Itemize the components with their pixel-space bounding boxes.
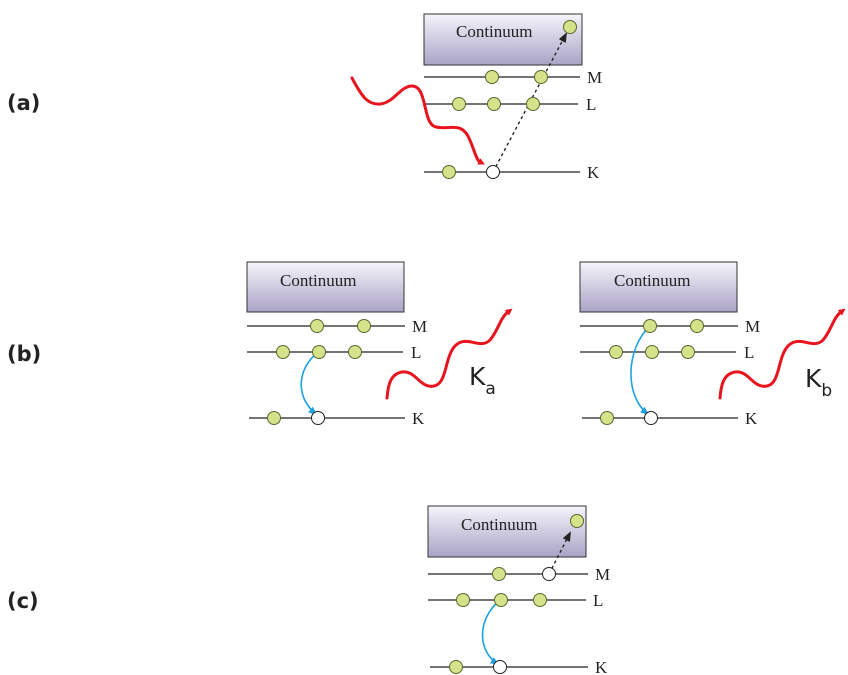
shell-label-m: M (745, 317, 760, 336)
electron (449, 660, 463, 674)
vacancy-hole (486, 165, 500, 179)
panel-a: Continuum M L K (350, 13, 602, 182)
emitted-photon-wave (385, 308, 513, 400)
shell-label-m: M (587, 68, 602, 87)
electron (442, 165, 456, 179)
electron (600, 411, 614, 425)
emitted-photon-wave (718, 308, 846, 400)
electron (681, 345, 695, 359)
m-to-k-transition (630, 325, 651, 416)
electron (533, 593, 547, 607)
vacancy-hole (311, 411, 325, 425)
panel-label-b: (b) (7, 342, 41, 366)
electron (485, 70, 499, 84)
electron (348, 345, 362, 359)
electron (690, 319, 704, 333)
vacancy-hole (644, 411, 658, 425)
electron (452, 97, 466, 111)
continuum-box (579, 261, 738, 313)
vacancy-hole (493, 660, 507, 674)
auger-ejection-arrow (548, 531, 571, 575)
continuum-label: Continuum (456, 22, 533, 41)
continuum-label: Continuum (280, 271, 357, 290)
electron (609, 345, 623, 359)
shell-label-m: M (412, 317, 427, 336)
panel-label-a: (a) (7, 91, 40, 115)
shell-label-l: L (593, 591, 603, 610)
ejected-electron (563, 20, 577, 34)
continuum-box (423, 13, 583, 66)
electron (645, 345, 659, 359)
electron (267, 411, 281, 425)
shell-label-l: L (744, 343, 754, 362)
panel-label-c: (c) (7, 589, 39, 613)
panel-b-kbeta: Continuum M L K Kb (579, 261, 846, 428)
panel-c: Continuum M L K (427, 505, 610, 675)
k-beta-label: Kb (805, 364, 832, 401)
incoming-photon-wave (350, 76, 486, 165)
continuum-label: Continuum (614, 271, 691, 290)
shell-label-k: K (587, 163, 600, 182)
electron (492, 567, 506, 581)
shell-label-k: K (412, 409, 425, 428)
electron (643, 319, 657, 333)
shell-label-k: K (595, 658, 608, 675)
electron (357, 319, 371, 333)
electron (494, 593, 508, 607)
electron (312, 345, 326, 359)
vacancy-hole (542, 567, 556, 581)
electron (534, 70, 548, 84)
auger-electron (570, 514, 584, 528)
electron (456, 593, 470, 607)
continuum-box (427, 505, 587, 558)
electron (310, 319, 324, 333)
electron (526, 97, 540, 111)
shell-label-k: K (745, 409, 758, 428)
shell-label-m: M (595, 565, 610, 584)
k-alpha-label: Ka (469, 362, 496, 399)
shell-label-l: L (411, 343, 421, 362)
l-to-k-transition (300, 351, 319, 416)
continuum-label: Continuum (461, 515, 538, 534)
electron (276, 345, 290, 359)
panel-b-kalpha: Continuum M L K Ka (246, 261, 513, 428)
shell-label-l: L (586, 95, 596, 114)
continuum-box (246, 261, 405, 313)
l-to-k-transition (481, 599, 501, 665)
electron (487, 97, 501, 111)
